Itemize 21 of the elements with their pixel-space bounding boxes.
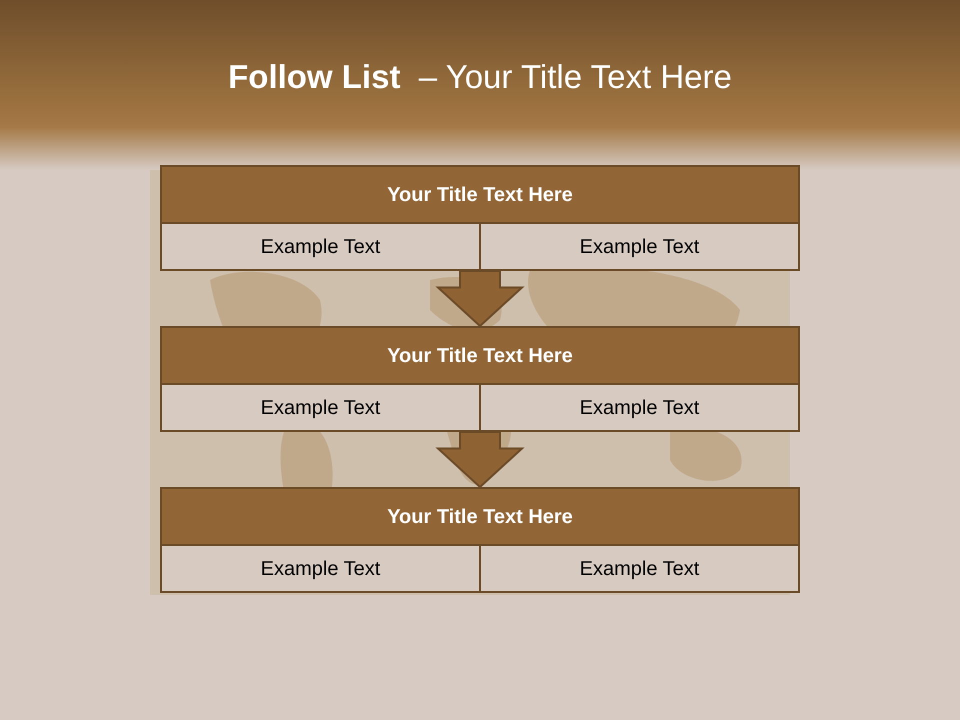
group-heading: Your Title Text Here — [387, 182, 573, 208]
item-text: Example Text — [260, 234, 380, 260]
block-arrow — [435, 431, 525, 488]
item-text: Example Text — [580, 396, 700, 420]
slide-title: Follow List – Your Title Text Here — [228, 57, 732, 97]
item-text: Example Text — [580, 234, 700, 260]
list-item — [479, 385, 798, 430]
list-item — [479, 224, 798, 269]
item-text: Example Text — [260, 396, 380, 420]
list-group — [160, 165, 800, 271]
list-item — [162, 546, 479, 591]
item-text: Example Text — [260, 556, 380, 582]
list-item — [162, 224, 479, 269]
group-heading: Your Title Text Here — [387, 504, 573, 530]
list-item — [479, 546, 798, 591]
block-arrow — [435, 270, 525, 328]
list-item — [162, 385, 479, 430]
list-group — [160, 326, 800, 432]
item-text: Example Text — [580, 556, 700, 582]
group-heading: Your Title Text Here — [387, 344, 573, 368]
list-group — [160, 487, 800, 593]
